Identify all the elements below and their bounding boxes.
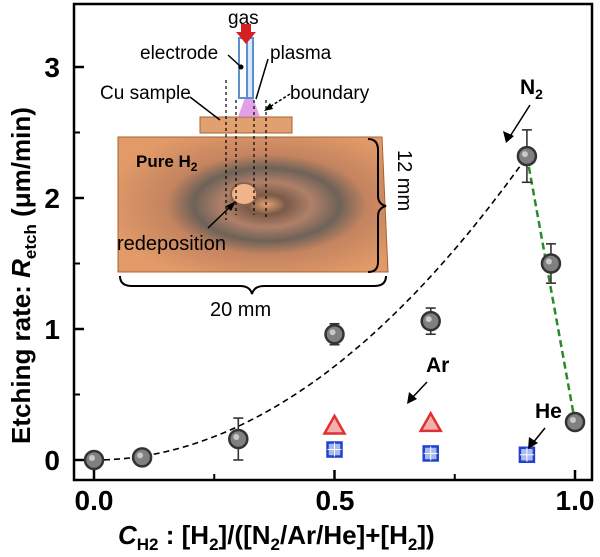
boundary-label: boundary <box>290 83 370 104</box>
electrode-tube-outer <box>246 37 254 99</box>
n2-annotation: N2 <box>520 76 543 102</box>
x-tick-label-0: 0.0 <box>75 485 114 516</box>
n2-point-highlight <box>89 455 95 461</box>
annotations: N2 Ar He <box>407 76 562 449</box>
n2-point-highlight <box>329 329 336 336</box>
height-label: 12 mm <box>393 150 415 211</box>
he-annotation: He <box>535 400 562 423</box>
redeposition-label: redeposition <box>117 233 226 255</box>
y-tick-label-1: 1 <box>44 314 60 345</box>
fit-curve-green <box>525 155 577 423</box>
n2-point-highlight <box>521 151 528 158</box>
x-axis-label: CH2 : [H2]/([N2/Ar/He]+[H2]) <box>118 520 435 554</box>
y-axis-label: Etching rate: Retch (μm/min) <box>6 107 40 444</box>
y-tick-label-3: 3 <box>44 52 60 83</box>
ar-annotation: Ar <box>426 354 449 377</box>
n2-point-highlight <box>545 258 552 265</box>
redeposition-arrowhead <box>226 201 236 211</box>
n2-point-highlight <box>137 452 144 459</box>
ar-point <box>322 413 347 435</box>
redeposition-spot <box>230 182 258 206</box>
n2-point-highlight <box>570 417 576 424</box>
n2-point-highlight <box>233 434 240 441</box>
cu-sample-photo <box>117 136 389 273</box>
inset-schematic: Pure H2 redeposition gas electrode plasm… <box>100 8 415 321</box>
plot-frame <box>72 2 594 482</box>
y-tick-label-2: 2 <box>44 183 60 214</box>
plasma-label: plasma <box>270 43 332 64</box>
axis-ticks <box>74 65 577 480</box>
width-label: 20 mm <box>210 299 271 321</box>
ar-point <box>418 410 443 433</box>
y-tick-label-0: 0 <box>44 445 60 476</box>
x-tick-label-1: 0.5 <box>316 485 355 516</box>
plasma-cone <box>238 95 260 117</box>
cu-sample-bar <box>199 116 293 134</box>
fit-curve-quadratic <box>93 156 528 461</box>
x-tick-label-2: 1.0 <box>556 485 595 516</box>
redeposition-arrow <box>207 204 233 229</box>
electrode-label: electrode <box>140 43 218 64</box>
gas-arrow <box>236 24 256 44</box>
height-brace <box>367 138 387 273</box>
gas-label: gas <box>228 8 259 29</box>
cu-sample-label: Cu sample <box>100 83 191 104</box>
pure-h2-label: Pure H2 <box>136 152 198 174</box>
data-marks <box>83 129 586 471</box>
n2-point-highlight <box>425 316 432 323</box>
width-brace <box>119 275 387 295</box>
